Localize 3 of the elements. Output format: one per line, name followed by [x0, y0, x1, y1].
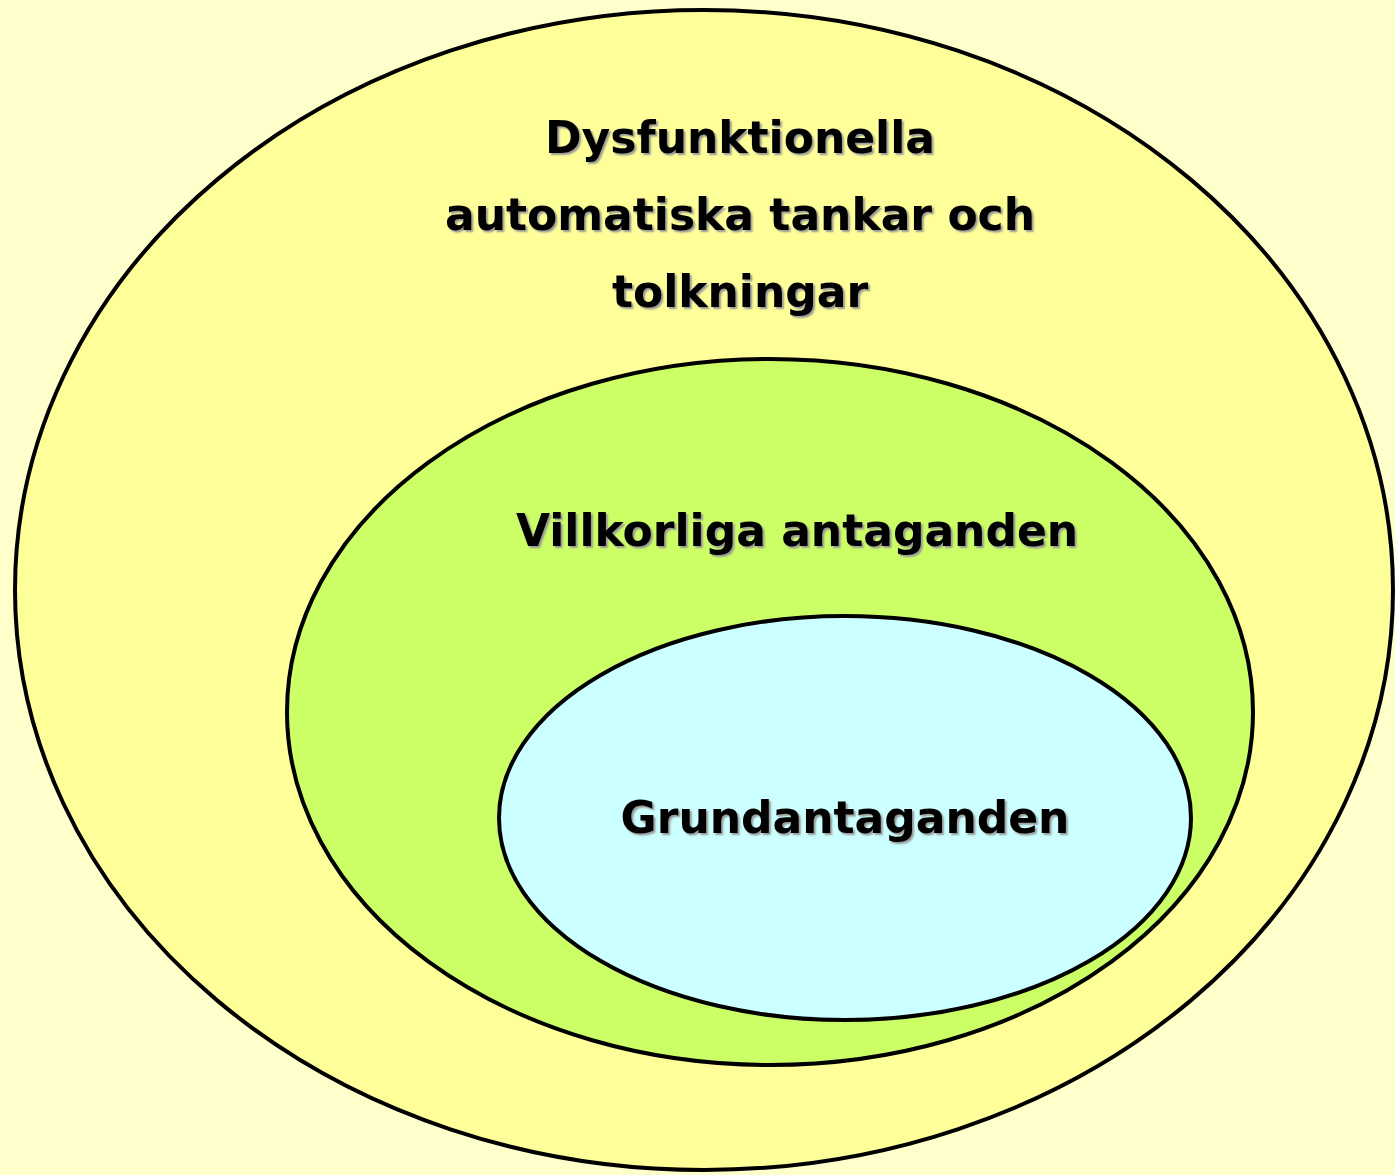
- ellipse-label: Dysfunktionella automatiska tankar och tolkningar: [443, 111, 1036, 319]
- ellipse-label: Grundantaganden: [619, 791, 1071, 845]
- ellipse-label: Villkorliga antaganden: [514, 504, 1080, 558]
